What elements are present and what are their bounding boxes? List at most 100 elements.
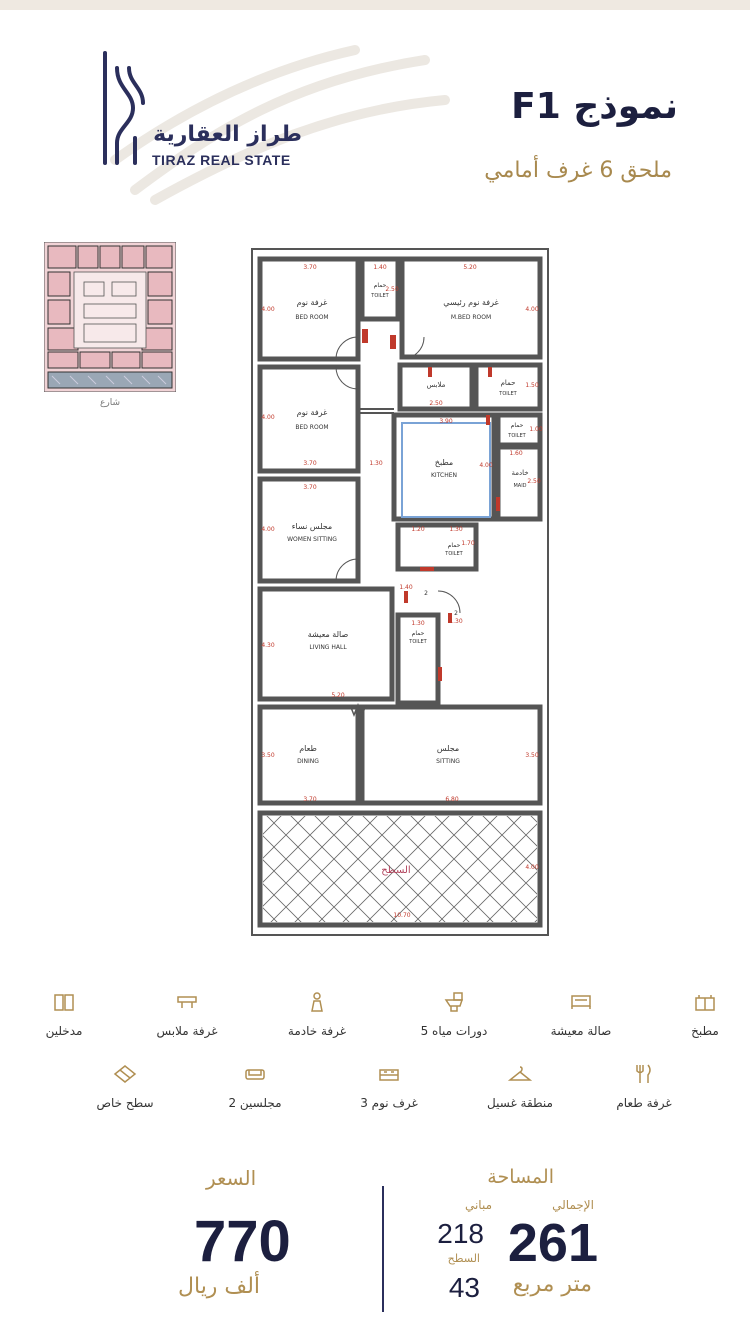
dim-label: 10.70	[393, 912, 410, 919]
sofa-icon	[571, 995, 591, 1009]
dim-label: 1.40	[373, 264, 387, 271]
price-value: 770	[194, 1209, 291, 1274]
dim-label: 3.70	[303, 460, 317, 467]
room-label-ar: غرفة نوم رئيسي	[443, 298, 498, 307]
dim-label: 4.00	[261, 414, 275, 421]
dim-label: 2	[424, 590, 428, 597]
dim-label: 5.20	[331, 692, 345, 699]
room-label-ar: مطبخ	[435, 458, 453, 467]
feature-kitchen: مطبخ	[670, 990, 740, 1039]
dim-label: 1.60	[509, 450, 523, 457]
dim-label: 3.50	[261, 752, 275, 759]
dim-label: 1.30	[449, 618, 463, 625]
room-label-en: MAID	[513, 483, 526, 489]
floor-plan: غرفة نوم BED ROOM حمام TOILET غرفة نوم ر…	[251, 248, 549, 936]
room-label-ar: حمام	[412, 630, 425, 637]
dim-label: 2.50	[385, 286, 399, 293]
area-built-label: مباني	[464, 1198, 492, 1212]
feature-label: 2 مجلسين	[228, 1096, 282, 1110]
feature-label: غرفة ملابس	[156, 1024, 218, 1038]
dim-label: 1.00	[529, 426, 543, 433]
area-total-value: 261	[507, 1213, 598, 1273]
room-label-ar: السطح	[381, 865, 410, 876]
dim-label: 4.00	[261, 526, 275, 533]
room-label-en: KITCHEN	[431, 472, 457, 479]
feature-label: 3 غرف نوم	[360, 1096, 418, 1110]
dim-label: 1.50	[525, 382, 539, 389]
room-label-ar: ملابس	[427, 381, 446, 389]
dim-label: 1.40	[399, 584, 413, 591]
kitchen-icon	[695, 995, 715, 1011]
room-label-en: DINING	[297, 758, 319, 765]
vertical-divider	[382, 1186, 384, 1312]
feature-label: غرفة طعام	[616, 1096, 672, 1110]
room-label-ar: غرفة نوم	[297, 408, 328, 417]
room-label-en: LIVING HALL	[309, 644, 347, 651]
dim-label: 4.00	[525, 864, 539, 871]
room-label-ar: غرفة نوم	[297, 298, 328, 307]
room-label-ar: صالة معيشة	[308, 630, 349, 639]
room-label-en: TOILET	[507, 433, 526, 439]
feature-label: منطقة غسيل	[487, 1096, 553, 1110]
dim-label: 3.70	[303, 484, 317, 491]
dining-icon	[636, 1064, 651, 1083]
room-label-en: TOILET	[408, 639, 427, 645]
feature-closet: غرفة ملابس	[142, 990, 232, 1039]
room-label-ar: حمام	[501, 379, 516, 387]
dim-label: 1.30	[369, 460, 383, 467]
dim-label: 3.50	[525, 752, 539, 759]
roof-icon	[113, 1065, 137, 1083]
room-bedroom-1	[257, 256, 361, 362]
dim-label: 3.90	[439, 418, 453, 425]
dim-label: 4.00	[479, 462, 493, 469]
bed-icon	[379, 1069, 399, 1081]
feature-bathrooms: 5 دورات مياه	[404, 990, 504, 1039]
background-waves	[110, 45, 450, 205]
dim-label: 4.00	[261, 306, 275, 313]
feature-label: سطح خاص	[96, 1096, 154, 1110]
room-label-en: TOILET	[444, 551, 463, 557]
room-label-ar: طعام	[299, 744, 317, 753]
feature-entrances: مدخلين	[26, 990, 102, 1039]
price-title: السعر	[206, 1166, 257, 1190]
brand-name-arabic: طراز العقارية	[153, 122, 302, 147]
dim-label: 1.70	[461, 540, 475, 547]
room-label-ar: مجلس نساء	[292, 522, 332, 531]
area-unit: متر مربع	[512, 1272, 592, 1297]
feature-label: مدخلين	[45, 1024, 83, 1038]
model-title: نموذج F1	[511, 86, 678, 127]
area-roof-value: 43	[448, 1272, 480, 1303]
room-label-en: TOILET	[498, 391, 517, 397]
toilet-icon	[444, 992, 464, 1012]
price-unit: ألف ريال	[178, 1274, 261, 1299]
maid-icon	[311, 992, 323, 1012]
feature-living: صالة معيشة	[536, 990, 626, 1039]
room-label-ar: حمام	[448, 542, 461, 549]
brand-logo-icon	[103, 51, 145, 165]
dim-label: 1.30	[411, 620, 425, 627]
room-label-en: SITTING	[436, 758, 460, 765]
dim-label: 5.20	[463, 264, 477, 271]
room-label-en: WOMEN SITTING	[287, 536, 337, 543]
room-label-ar: حمام	[374, 282, 387, 289]
street-label: شارع	[100, 398, 120, 408]
closet-icon	[177, 996, 197, 1008]
dim-label: 2.50	[527, 478, 541, 485]
dim-label: 1.30	[449, 526, 463, 533]
feature-dining: غرفة طعام	[604, 1062, 684, 1111]
feature-label: غرفة خادمة	[287, 1024, 347, 1038]
room-label-ar: مجلس	[437, 744, 459, 753]
dim-label: 6.80	[445, 796, 459, 803]
doors-icon	[54, 994, 74, 1011]
area-title: المساحة	[487, 1166, 554, 1188]
feature-label: صالة معيشة	[550, 1024, 612, 1038]
room-label-ar: خادمة	[511, 469, 528, 477]
area-roof-label: السطح	[447, 1252, 480, 1265]
room-label-en: M.BED ROOM	[451, 314, 491, 321]
model-subtitle: ملحق 6 غرف أمامي	[484, 158, 672, 183]
hanger-icon	[508, 1066, 532, 1081]
area-built-value: 218	[437, 1218, 484, 1249]
feature-label: مطبخ	[691, 1024, 719, 1038]
dim-label: 2.50	[429, 400, 443, 407]
feature-maid-room: غرفة خادمة	[272, 990, 362, 1039]
